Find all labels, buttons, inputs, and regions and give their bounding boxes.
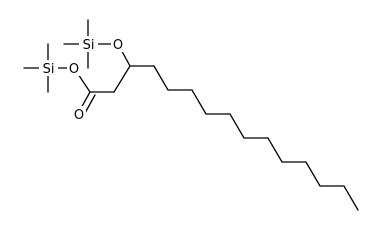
atom-labels: Si O Si O O <box>39 36 125 123</box>
ester-backbone <box>73 43 155 114</box>
alkyl-chain <box>153 65 359 211</box>
atom-o-ester: O <box>69 62 79 77</box>
atom-o-carbonyl: O <box>74 108 84 123</box>
atom-si-left: Si <box>43 62 55 77</box>
atom-o-ether: O <box>113 38 123 53</box>
bond-c1-o-double-b <box>84 94 96 114</box>
bond-c2-c3 <box>113 65 131 93</box>
atom-si-top: Si <box>83 38 95 53</box>
